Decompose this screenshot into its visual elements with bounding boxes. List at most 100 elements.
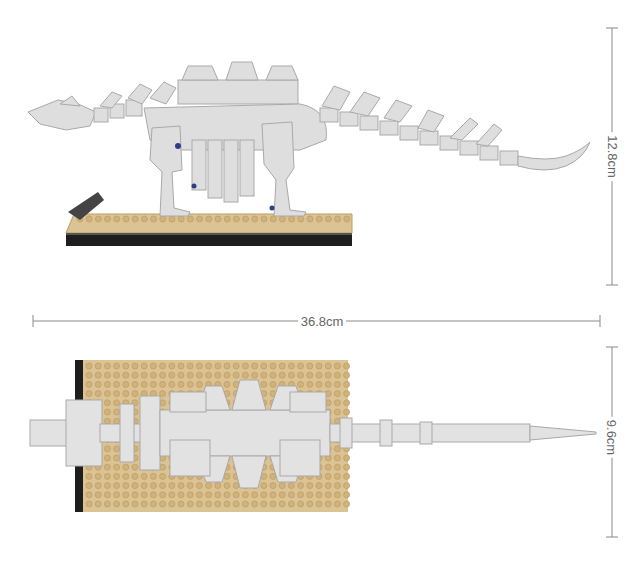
tail-plate bbox=[322, 86, 350, 110]
stud bbox=[114, 418, 120, 424]
stud bbox=[197, 216, 203, 222]
stud bbox=[151, 216, 157, 222]
stud bbox=[242, 372, 248, 378]
stud bbox=[95, 391, 101, 397]
stud bbox=[252, 492, 258, 498]
stud bbox=[114, 409, 120, 415]
neck-plate bbox=[120, 404, 134, 462]
stud bbox=[215, 363, 221, 369]
stud bbox=[224, 501, 230, 507]
tick bbox=[606, 347, 618, 348]
stud bbox=[344, 492, 350, 498]
stud bbox=[224, 381, 230, 387]
stud bbox=[307, 492, 313, 498]
stud bbox=[150, 501, 156, 507]
stud bbox=[95, 473, 101, 479]
neck-plate bbox=[128, 84, 152, 104]
stud bbox=[160, 473, 166, 479]
leg bbox=[170, 440, 210, 476]
stud bbox=[187, 216, 193, 222]
stud bbox=[187, 483, 193, 489]
back-plate bbox=[182, 66, 218, 80]
stud bbox=[316, 372, 322, 378]
rib bbox=[224, 140, 238, 202]
stud bbox=[104, 492, 110, 498]
stud bbox=[261, 381, 267, 387]
base-plaque bbox=[68, 192, 104, 220]
leg bbox=[280, 440, 320, 476]
stud bbox=[279, 501, 285, 507]
stud bbox=[187, 501, 193, 507]
stud bbox=[215, 216, 221, 222]
stud bbox=[104, 391, 110, 397]
stud bbox=[104, 409, 110, 415]
dimension-label: 9.6cm bbox=[605, 416, 620, 457]
stud bbox=[196, 363, 202, 369]
stud bbox=[160, 501, 166, 507]
stud bbox=[334, 455, 340, 461]
stud bbox=[344, 400, 350, 406]
stud bbox=[114, 372, 120, 378]
stud bbox=[123, 483, 129, 489]
stud bbox=[224, 372, 230, 378]
stud bbox=[344, 464, 350, 470]
neck-plate bbox=[100, 92, 122, 108]
stud bbox=[270, 372, 276, 378]
stud bbox=[95, 372, 101, 378]
stud bbox=[242, 363, 248, 369]
stud bbox=[114, 391, 120, 397]
top-view bbox=[30, 360, 596, 512]
stud bbox=[224, 363, 230, 369]
tail-bone bbox=[460, 141, 478, 155]
stud bbox=[334, 492, 340, 498]
stud bbox=[224, 492, 230, 498]
tail-bone bbox=[400, 126, 418, 140]
stud bbox=[206, 372, 212, 378]
stud bbox=[242, 492, 248, 498]
stud bbox=[178, 501, 184, 507]
stud bbox=[279, 216, 285, 222]
stud bbox=[270, 483, 276, 489]
stud bbox=[252, 363, 258, 369]
tail-plate bbox=[380, 420, 392, 446]
stud bbox=[325, 216, 331, 222]
stud bbox=[344, 216, 350, 222]
stud bbox=[325, 473, 331, 479]
stud bbox=[261, 501, 267, 507]
stud bbox=[160, 372, 166, 378]
stud bbox=[104, 473, 110, 479]
skeleton-side bbox=[28, 62, 590, 216]
stud bbox=[344, 363, 350, 369]
pin bbox=[175, 143, 181, 149]
stud bbox=[104, 455, 110, 461]
stud bbox=[150, 483, 156, 489]
stud bbox=[105, 216, 111, 222]
stud bbox=[298, 363, 304, 369]
stud bbox=[150, 492, 156, 498]
tail-bone bbox=[360, 116, 378, 130]
base-studs bbox=[77, 216, 350, 222]
shoulder bbox=[140, 396, 160, 470]
stud bbox=[224, 483, 230, 489]
tail-bone bbox=[380, 121, 398, 135]
stud bbox=[104, 372, 110, 378]
stud bbox=[141, 473, 147, 479]
stud bbox=[270, 381, 276, 387]
tail-plate bbox=[420, 422, 432, 444]
pin bbox=[192, 184, 197, 189]
stud bbox=[123, 464, 129, 470]
stud bbox=[95, 501, 101, 507]
stud bbox=[169, 216, 175, 222]
stud bbox=[344, 381, 350, 387]
stud bbox=[114, 464, 120, 470]
stud bbox=[95, 363, 101, 369]
stud bbox=[169, 483, 175, 489]
stud bbox=[187, 492, 193, 498]
stud bbox=[215, 501, 221, 507]
rib bbox=[192, 140, 206, 190]
back-plate bbox=[232, 456, 266, 488]
stud bbox=[334, 483, 340, 489]
stud bbox=[334, 372, 340, 378]
stud bbox=[187, 381, 193, 387]
stud bbox=[104, 483, 110, 489]
